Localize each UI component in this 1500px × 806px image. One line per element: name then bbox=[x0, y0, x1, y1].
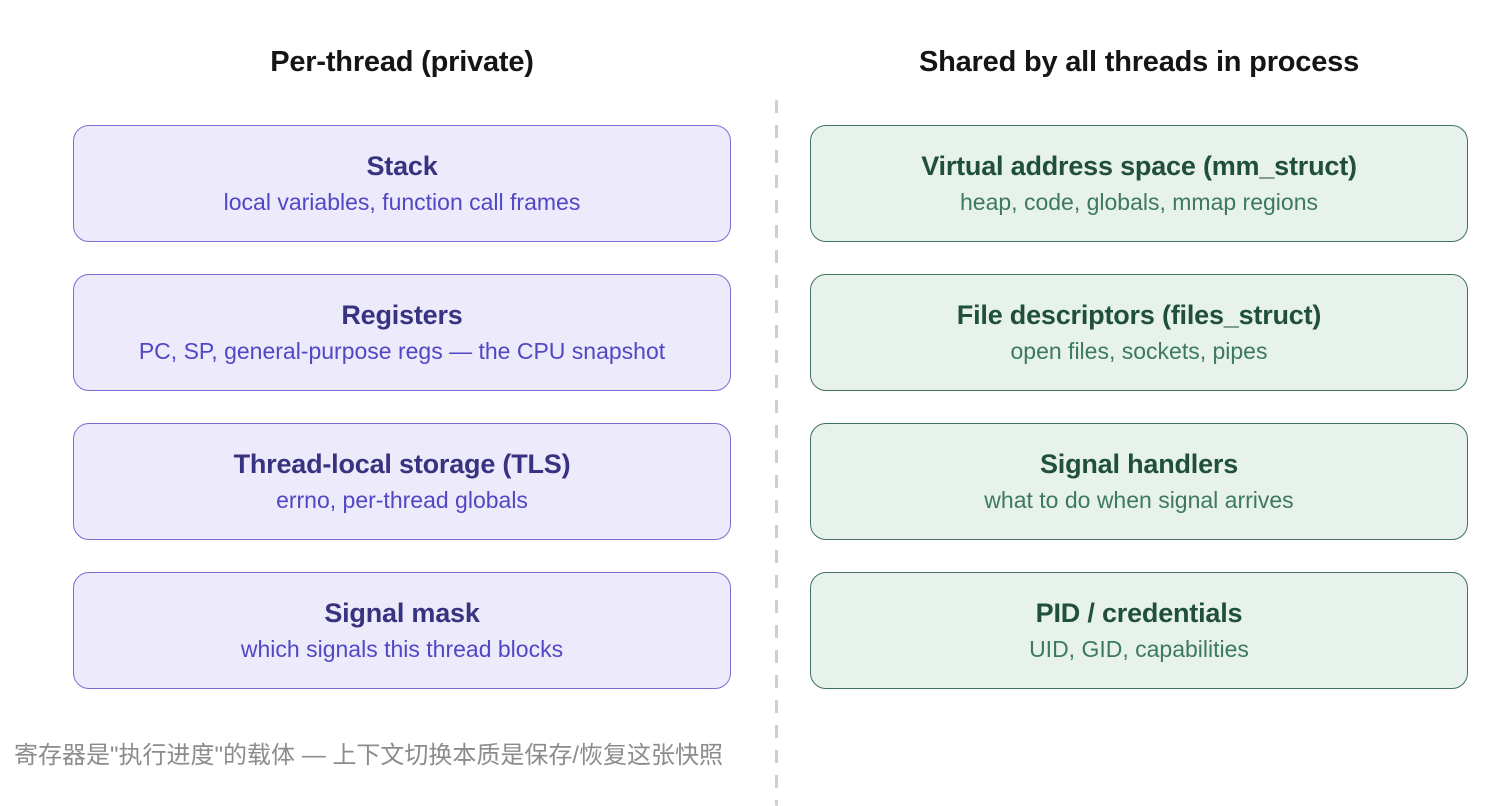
box-registers: Registers PC, SP, general-purpose regs —… bbox=[73, 274, 731, 391]
box-signal-mask-title: Signal mask bbox=[324, 598, 480, 628]
box-pid-credentials-title: PID / credentials bbox=[1035, 598, 1243, 628]
box-pid-credentials-subtitle: UID, GID, capabilities bbox=[1029, 636, 1249, 662]
box-thread-local-storage: Thread-local storage (TLS) errno, per-th… bbox=[73, 423, 731, 540]
box-virtual-address-space-title: Virtual address space (mm_struct) bbox=[921, 151, 1357, 181]
shared-column-header: Shared by all threads in process bbox=[918, 46, 1360, 78]
box-signal-handlers-title: Signal handlers bbox=[1039, 449, 1239, 479]
box-thread-local-storage-title: Thread-local storage (TLS) bbox=[233, 449, 571, 479]
box-virtual-address-space-subtitle: heap, code, globals, mmap regions bbox=[960, 189, 1318, 215]
box-file-descriptors-title: File descriptors (files_struct) bbox=[956, 300, 1322, 330]
box-thread-local-storage-subtitle: errno, per-thread globals bbox=[276, 487, 528, 513]
box-signal-mask: Signal mask which signals this thread bl… bbox=[73, 572, 731, 689]
per-thread-column-header: Per-thread (private) bbox=[270, 46, 534, 78]
box-stack-title: Stack bbox=[366, 151, 438, 181]
box-virtual-address-space: Virtual address space (mm_struct) heap, … bbox=[810, 125, 1468, 242]
box-signal-handlers: Signal handlers what to do when signal a… bbox=[810, 423, 1468, 540]
box-signal-mask-subtitle: which signals this thread blocks bbox=[240, 636, 564, 662]
box-stack: Stack local variables, function call fra… bbox=[73, 125, 731, 242]
box-registers-title: Registers bbox=[341, 300, 463, 330]
box-registers-subtitle: PC, SP, general-purpose regs — the CPU s… bbox=[138, 338, 666, 364]
shared-box-list: Virtual address space (mm_struct) heap, … bbox=[810, 125, 1468, 689]
box-file-descriptors: File descriptors (files_struct) open fil… bbox=[810, 274, 1468, 391]
column-divider-dashed-line bbox=[775, 100, 778, 806]
registers-snapshot-caption: 寄存器是"执行进度"的载体 — 上下文切换本质是保存/恢复这张快照 bbox=[14, 742, 724, 769]
box-stack-subtitle: local variables, function call frames bbox=[223, 189, 581, 215]
box-file-descriptors-subtitle: open files, sockets, pipes bbox=[1010, 338, 1268, 364]
box-pid-credentials: PID / credentials UID, GID, capabilities bbox=[810, 572, 1468, 689]
box-signal-handlers-subtitle: what to do when signal arrives bbox=[984, 487, 1294, 513]
per-thread-box-list: Stack local variables, function call fra… bbox=[73, 125, 731, 689]
